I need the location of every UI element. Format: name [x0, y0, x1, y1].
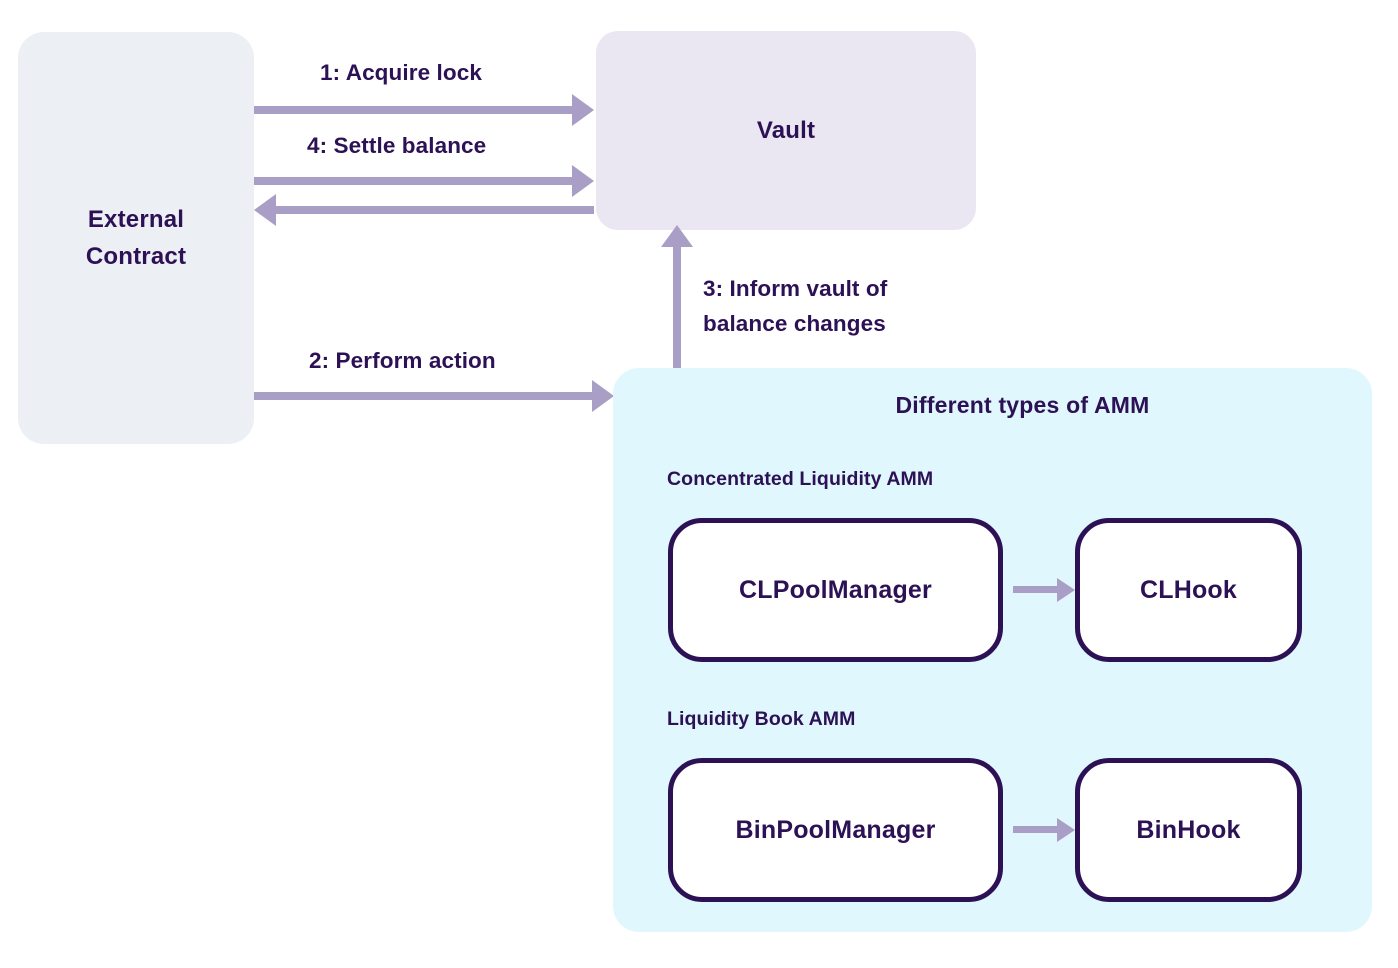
- arrow-binpoolmanager-to-binhook: [1013, 826, 1059, 833]
- vault-node: Vault: [596, 31, 976, 230]
- arrow-label-settle-balance: 4: Settle balance: [307, 133, 487, 158]
- arrow-settle-balance: [254, 177, 574, 185]
- arrow-acquire-lock: [254, 106, 574, 114]
- external-contract-label-line2: Contract: [85, 243, 187, 270]
- arrow-label-inform-vault-line1: 3: Inform vault of: [703, 276, 888, 301]
- amm-container-title: Different types of AMM: [895, 392, 1150, 418]
- arrow-label-perform-action: 2: Perform action: [309, 348, 496, 373]
- amm-container: Different types of AMM Concentrated Liqu…: [613, 368, 1372, 932]
- amm-section-label-liquidity-book: Liquidity Book AMM: [667, 708, 856, 730]
- arrow-perform-action: [254, 392, 594, 400]
- clhook-node: CLHook: [1075, 518, 1302, 662]
- amm-section-label-concentrated-liquidity: Concentrated Liquidity AMM: [667, 468, 934, 490]
- binpoolmanager-label: BinPoolManager: [735, 815, 936, 844]
- arrow-vault-to-external-contract: [274, 206, 594, 214]
- clpoolmanager-label: CLPoolManager: [739, 575, 932, 604]
- arrow-clpoolmanager-to-clhook: [1013, 586, 1059, 593]
- binpoolmanager-node: BinPoolManager: [668, 758, 1003, 902]
- arrow-label-acquire-lock: 1: Acquire lock: [320, 60, 482, 85]
- clhook-label: CLHook: [1139, 575, 1238, 604]
- external-contract-node: External Contract: [18, 32, 254, 444]
- vault-label: Vault: [756, 116, 816, 144]
- arrow-label-inform-vault-line2: balance changes: [703, 310, 886, 336]
- external-contract-label-line1: External: [87, 205, 185, 233]
- clpoolmanager-node: CLPoolManager: [668, 518, 1003, 662]
- binhook-label: BinHook: [1136, 815, 1241, 844]
- binhook-node: BinHook: [1075, 758, 1302, 902]
- arrow-label-inform-vault: 3: Inform vault of balance changes: [703, 272, 963, 342]
- arrow-inform-vault: [673, 245, 681, 368]
